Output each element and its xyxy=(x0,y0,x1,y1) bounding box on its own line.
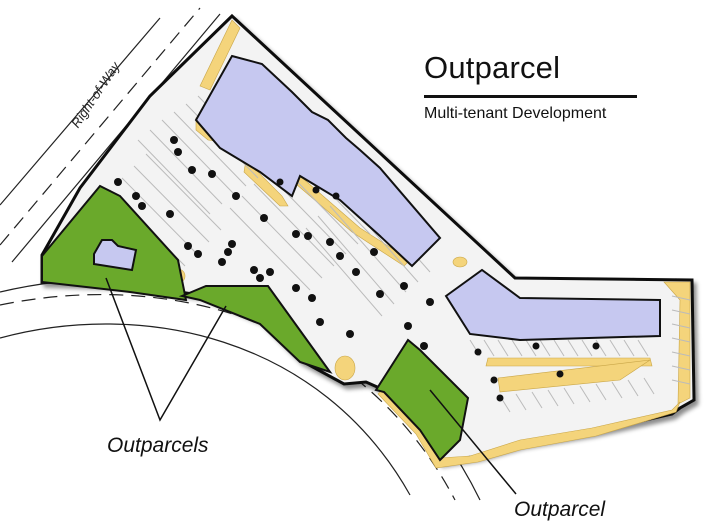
outparcel-central xyxy=(178,285,333,374)
diagram-title: Outparcel xyxy=(424,50,561,85)
callout-leaders xyxy=(105,277,517,495)
outparcel-pad-building xyxy=(93,239,138,272)
right-of-way-lines xyxy=(0,7,221,263)
outparcel-callout: Outparcel xyxy=(514,498,606,521)
trees xyxy=(114,136,600,402)
outparcel-east xyxy=(374,338,470,462)
buildings xyxy=(93,54,661,342)
inline-shops-building xyxy=(444,268,661,342)
outparcels-callout: Outparcels xyxy=(107,434,209,457)
diagram-subtitle: Multi-tenant Development xyxy=(424,105,607,122)
title-underline xyxy=(424,95,637,98)
main-anchor-building xyxy=(194,54,442,268)
